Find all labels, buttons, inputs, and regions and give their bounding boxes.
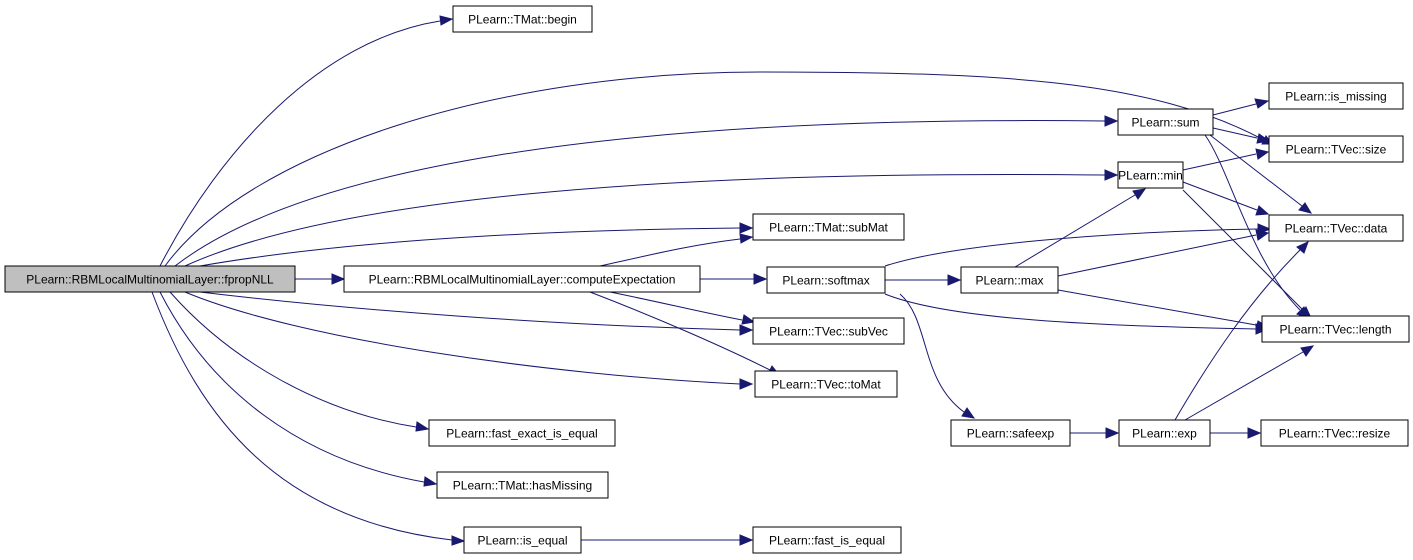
node-is-missing[interactable]: PLearn::is_missing bbox=[1268, 82, 1404, 110]
node-label: PLearn::TVec::resize bbox=[1279, 427, 1391, 441]
edge-fpropnll-hasmissing bbox=[159, 291, 438, 487]
node-label: PLearn::exp bbox=[1132, 427, 1197, 441]
node-label: PLearn::is_missing bbox=[1285, 90, 1386, 104]
edge-fpropnll-size bbox=[164, 71, 1273, 267]
edge-fpropnll-computeexp bbox=[295, 273, 346, 285]
edge-fpropnll-tomat bbox=[184, 291, 754, 390]
node-label: PLearn::RBMLocalMultinomialLayer::comput… bbox=[369, 273, 676, 287]
node-computeexpectation[interactable]: PLearn::RBMLocalMultinomialLayer::comput… bbox=[343, 265, 701, 293]
edge-exp-resize bbox=[1210, 427, 1262, 439]
edge-sum-size bbox=[1212, 127, 1271, 144]
node-label: PLearn::fast_is_equal bbox=[769, 534, 885, 548]
edge-exp-data bbox=[1174, 241, 1309, 421]
node-max[interactable]: PLearn::max bbox=[960, 266, 1059, 294]
edge-fpropnll-submat bbox=[199, 222, 754, 267]
edge-softmax-safeexp bbox=[899, 293, 976, 419]
node-label: PLearn::TVec::data bbox=[1285, 222, 1388, 236]
edge-safeexp-exp bbox=[1070, 427, 1120, 439]
node-tmat-hasmissing[interactable]: PLearn::TMat::hasMissing bbox=[436, 471, 609, 499]
edge-exp-length bbox=[1184, 345, 1315, 421]
edge-fpropnll-fastexact bbox=[169, 291, 430, 432]
edge-fpropnll-sum bbox=[174, 115, 1119, 267]
node-label: PLearn::fast_exact_is_equal bbox=[446, 427, 597, 441]
node-fpropnll[interactable]: PLearn::RBMLocalMultinomialLayer::fpropN… bbox=[4, 265, 296, 293]
node-label: PLearn::RBMLocalMultinomialLayer::fpropN… bbox=[26, 273, 274, 287]
edge-fpropnll-subvec bbox=[199, 291, 754, 336]
node-label: PLearn::safeexp bbox=[967, 427, 1055, 441]
node-label: PLearn::min bbox=[1118, 169, 1183, 183]
node-exp[interactable]: PLearn::exp bbox=[1118, 419, 1211, 447]
edge-softmax-length bbox=[884, 293, 1270, 335]
edge-sum-data bbox=[1209, 134, 1313, 214]
edge-min-data bbox=[1182, 181, 1270, 216]
node-label: PLearn::max bbox=[975, 274, 1043, 288]
edge-computeexp-tomat bbox=[589, 291, 782, 377]
edge-sum-ismissing bbox=[1212, 98, 1270, 116]
edge-computeexp-submat bbox=[599, 233, 754, 267]
edge-fpropnll-begin bbox=[159, 15, 454, 267]
node-label: PLearn::is_equal bbox=[477, 534, 567, 548]
node-fast-exact-is-equal[interactable]: PLearn::fast_exact_is_equal bbox=[428, 419, 616, 447]
edge-computeexp-softmax bbox=[700, 273, 768, 285]
node-tvec-size[interactable]: PLearn::TVec::size bbox=[1268, 135, 1404, 163]
node-label: PLearn::TVec::toMat bbox=[771, 378, 881, 392]
node-label: PLearn::TVec::size bbox=[1286, 143, 1387, 157]
node-label: PLearn::TVec::length bbox=[1279, 323, 1391, 337]
edge-max-min bbox=[1014, 188, 1147, 268]
node-tvec-data[interactable]: PLearn::TVec::data bbox=[1268, 214, 1404, 242]
node-tmat-begin[interactable]: PLearn::TMat::begin bbox=[452, 5, 593, 33]
edge-min-size bbox=[1182, 148, 1270, 171]
node-tvec-subvec[interactable]: PLearn::TVec::subVec bbox=[752, 317, 905, 345]
node-min[interactable]: PLearn::min bbox=[1117, 161, 1184, 189]
edge-fpropnll-min bbox=[184, 169, 1119, 267]
edge-min-length bbox=[1182, 189, 1312, 319]
node-label: PLearn::TMat::begin bbox=[468, 13, 577, 27]
edge-isequal-fastisequal bbox=[581, 534, 754, 546]
node-safeexp[interactable]: PLearn::safeexp bbox=[950, 419, 1071, 447]
node-label: PLearn::sum bbox=[1131, 116, 1199, 130]
edge-max-data bbox=[1057, 229, 1270, 277]
node-is-equal[interactable]: PLearn::is_equal bbox=[463, 526, 582, 554]
node-tmat-submat[interactable]: PLearn::TMat::subMat bbox=[752, 213, 905, 241]
node-label: PLearn::TMat::subMat bbox=[769, 221, 888, 235]
node-sum[interactable]: PLearn::sum bbox=[1117, 108, 1214, 136]
node-fast-is-equal[interactable]: PLearn::fast_is_equal bbox=[752, 526, 902, 554]
node-tvec-length[interactable]: PLearn::TVec::length bbox=[1261, 315, 1410, 343]
node-label: PLearn::TVec::subVec bbox=[769, 325, 888, 339]
edge-softmax-data bbox=[884, 223, 1272, 267]
node-label: PLearn::TMat::hasMissing bbox=[453, 479, 592, 493]
node-tvec-resize[interactable]: PLearn::TVec::resize bbox=[1260, 419, 1409, 447]
node-softmax[interactable]: PLearn::softmax bbox=[766, 266, 886, 294]
edge-softmax-max bbox=[885, 274, 962, 286]
node-label: PLearn::softmax bbox=[782, 274, 869, 288]
edge-computeexp-subvec bbox=[609, 291, 756, 325]
edge-fpropnll-isequal bbox=[151, 291, 466, 546]
node-tvec-tomat[interactable]: PLearn::TVec::toMat bbox=[754, 370, 898, 398]
